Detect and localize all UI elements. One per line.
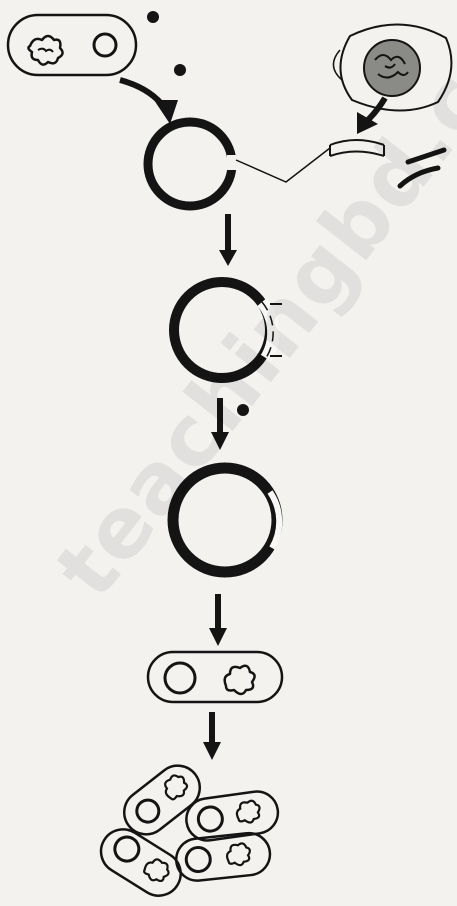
recombinant-plasmid (173, 468, 279, 572)
arrow-down-1 (219, 214, 237, 266)
arrow-down-4 (203, 712, 221, 760)
step-marker-2 (174, 64, 186, 76)
plasmid (94, 34, 116, 56)
arrow-down-2 (211, 398, 229, 450)
gene-fragment (330, 140, 384, 156)
restriction-enzyme-icon (400, 150, 444, 186)
donor-cell (333, 24, 451, 110)
step-marker-3 (237, 404, 249, 416)
arrow-down-3 (209, 594, 227, 646)
arrow-isolate-plasmid (120, 80, 178, 124)
step-marker-1 (147, 11, 159, 23)
plasmid-open (148, 122, 330, 206)
plasmid-with-gene-insert (174, 282, 282, 378)
source-bacterium (8, 15, 136, 75)
host-bacterium (148, 652, 282, 702)
